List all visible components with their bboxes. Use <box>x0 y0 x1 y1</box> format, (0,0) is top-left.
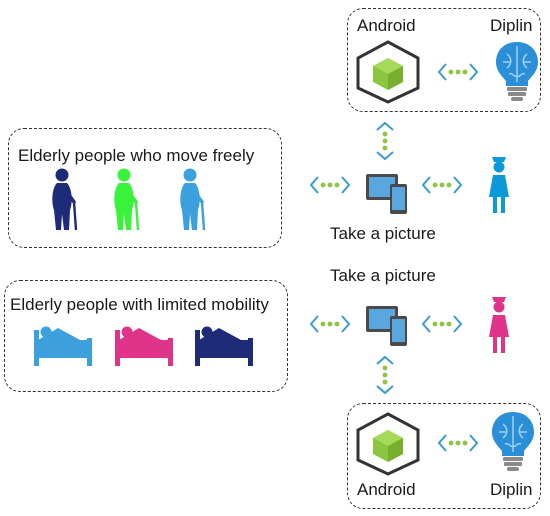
free-moving-group-label: Elderly people who move freely <box>18 146 255 165</box>
bidirectional-arrow-icon <box>376 355 394 395</box>
elderly-person-icon <box>48 168 84 232</box>
free-moving-group-box <box>8 128 282 248</box>
bidirectional-arrow-icon <box>376 121 394 161</box>
top-android-label: Android <box>357 16 416 35</box>
bidirectional-arrow-icon <box>437 63 479 81</box>
bidirectional-arrow-icon <box>421 315 463 333</box>
bottom-diplin-label: Diplin <box>490 480 533 499</box>
nurse-icon <box>486 153 512 215</box>
bidirectional-arrow-icon <box>309 176 351 194</box>
bedridden-person-icon <box>193 320 255 366</box>
nurse-icon <box>486 293 512 355</box>
android-box-icon <box>355 40 421 104</box>
lower-device-caption: Take a picture <box>330 266 436 285</box>
bidirectional-arrow-icon <box>437 434 479 452</box>
brain-bulb-icon <box>494 40 540 102</box>
bedridden-person-icon <box>113 320 175 366</box>
top-module-box <box>347 8 541 112</box>
bottom-module-box <box>347 403 541 509</box>
brain-bulb-icon <box>490 410 536 472</box>
android-box-icon <box>355 412 421 476</box>
limited-mobility-group-label: Elderly people with limited mobility <box>10 295 269 314</box>
tablet-phone-icon <box>364 302 410 348</box>
limited-mobility-group-box <box>4 280 288 392</box>
bidirectional-arrow-icon <box>309 315 351 333</box>
top-diplin-label: Diplin <box>490 16 533 35</box>
bidirectional-arrow-icon <box>421 176 463 194</box>
elderly-person-icon <box>110 168 146 232</box>
upper-device-caption: Take a picture <box>330 224 436 243</box>
elderly-person-icon <box>176 168 212 232</box>
bedridden-person-icon <box>32 320 94 366</box>
tablet-phone-icon <box>364 170 410 216</box>
bottom-android-label: Android <box>357 480 416 499</box>
